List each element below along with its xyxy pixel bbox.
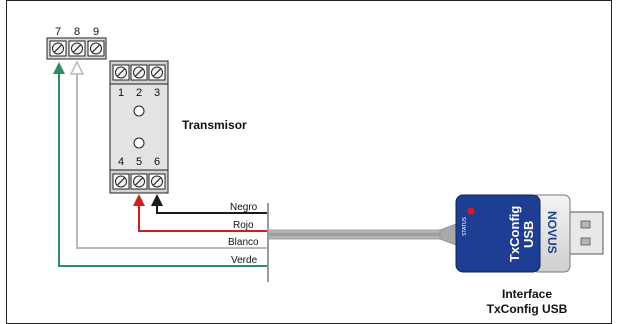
interface-caption-line2: TxConfig USB (487, 302, 568, 316)
transmitter-module (109, 60, 169, 194)
screw-terminal-8 (68, 40, 86, 57)
status-led (467, 207, 475, 215)
wire-label-verde: Verde (231, 255, 258, 266)
screw-terminal-7 (49, 40, 67, 57)
terminal-number-3: 3 (154, 87, 160, 99)
screw-terminal-3 (148, 64, 166, 81)
terminal-number-1: 1 (118, 87, 124, 99)
brand-logo: NOVUS (545, 211, 559, 254)
terminal-number-7: 7 (55, 26, 61, 38)
usb-interface-device: STATUS TxConfig USB NOVUS (455, 194, 604, 273)
usb-connector (565, 211, 604, 255)
terminal-block-7-8-9 (46, 37, 107, 60)
interface-caption-line1: Interface (502, 287, 552, 301)
usb-device-body (455, 194, 541, 273)
screw-terminal-5 (130, 173, 148, 190)
indicator-circle-upper (133, 105, 145, 117)
wire-rojo (133, 194, 268, 232)
wire-negro (151, 194, 268, 214)
device-name-line2: USB (521, 221, 536, 248)
screw-terminal-6 (148, 173, 166, 190)
wire-verde (53, 62, 268, 267)
wire-label-negro: Negro (230, 202, 258, 213)
terminal-number-6: 6 (154, 156, 160, 168)
terminal-number-8: 8 (74, 26, 80, 38)
wire-label-blanco: Blanco (228, 237, 259, 248)
device-name-line1: TxConfig (507, 206, 522, 262)
wire-blanco (69, 60, 268, 249)
terminal-number-4: 4 (118, 156, 124, 168)
usb-cable (267, 229, 451, 240)
usb-cable-strain-relief (439, 223, 457, 246)
terminal-number-9: 9 (93, 26, 99, 38)
indicator-circle-lower (133, 137, 145, 149)
screw-terminal-4 (112, 173, 130, 190)
transmitter-label: Transmisor (182, 118, 247, 132)
terminal-number-5: 5 (136, 156, 142, 168)
screw-terminal-9 (87, 40, 105, 57)
wire-label-rojo: Rojo (233, 220, 254, 231)
terminal-number-2: 2 (136, 87, 142, 99)
screw-terminal-2 (130, 64, 148, 81)
screw-terminal-1 (112, 64, 130, 81)
status-label: STATUS (462, 216, 468, 236)
